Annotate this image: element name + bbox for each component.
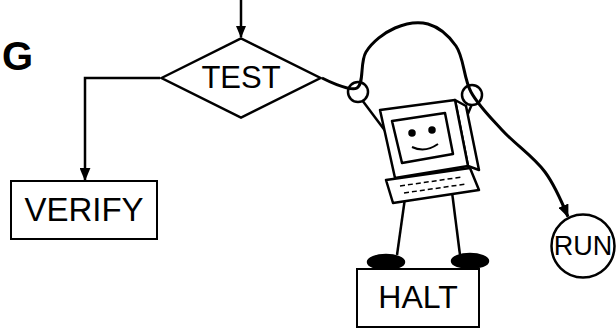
left-leg xyxy=(397,198,405,255)
node-label: RUN xyxy=(554,232,613,260)
node-text-group: TEST xyxy=(201,62,280,95)
process-box: VERIFY xyxy=(10,180,158,240)
right-foot xyxy=(452,254,488,268)
circle-shape xyxy=(552,215,615,278)
node-label: VERIFY xyxy=(24,193,143,228)
node-text-group: RUN xyxy=(554,232,613,260)
rope-connector xyxy=(322,23,568,217)
node-text-group: HALT xyxy=(378,281,457,315)
keys xyxy=(400,177,466,193)
right-leg xyxy=(452,192,460,255)
screen xyxy=(392,113,453,163)
computer-character xyxy=(348,82,488,269)
keyboard-base xyxy=(386,168,479,203)
figure-letter: G xyxy=(2,34,33,79)
smile xyxy=(412,144,438,149)
eye xyxy=(410,131,415,136)
eye xyxy=(430,128,435,133)
terminal-circle: RUN xyxy=(550,213,616,279)
left-fist xyxy=(348,82,368,102)
node-label: TEST xyxy=(201,62,280,95)
left-foot xyxy=(368,255,404,269)
diamond-shape xyxy=(162,39,321,118)
decision-diamond: TEST xyxy=(160,37,322,119)
node-label: HALT xyxy=(378,281,457,315)
node-text-group: VERIFY xyxy=(24,193,143,228)
entry-arrow xyxy=(240,0,243,37)
monitor xyxy=(380,100,468,178)
process-box: HALT xyxy=(356,268,480,328)
right-fist xyxy=(462,85,482,105)
flow-arrow xyxy=(85,78,160,180)
